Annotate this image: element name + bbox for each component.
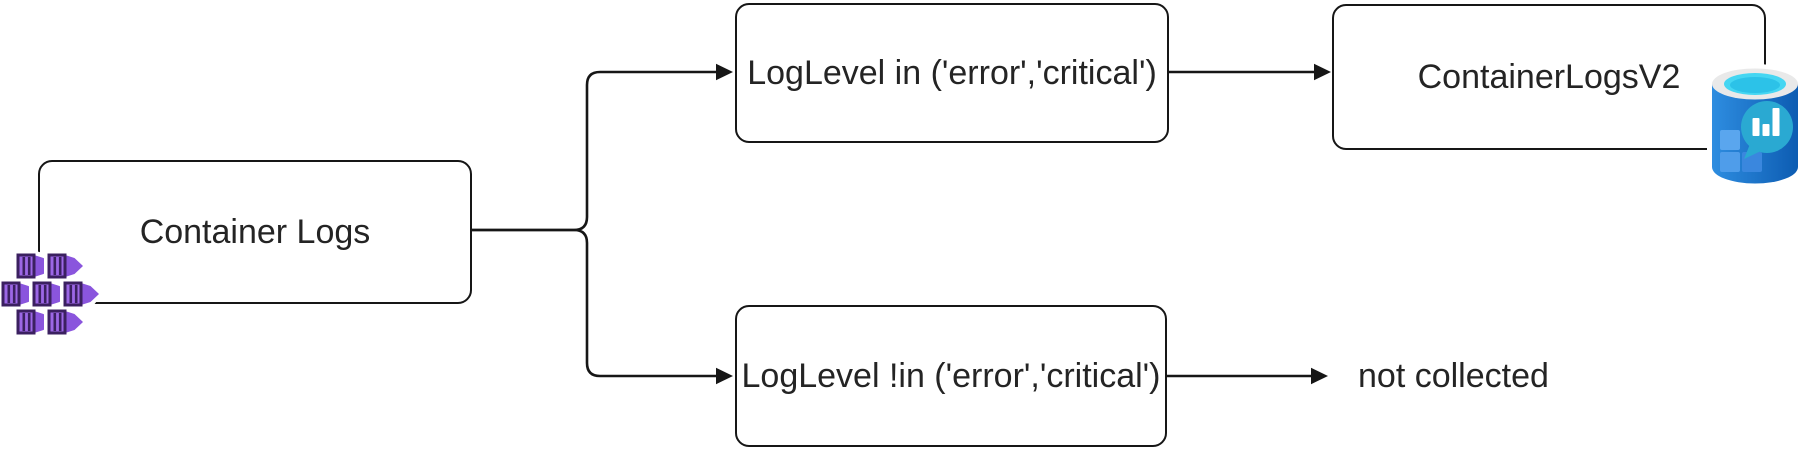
- arrowhead-exclude: [716, 367, 733, 385]
- node-containerlogsv2-label: ContainerLogsV2: [1417, 57, 1681, 96]
- edge-source-to-include: [468, 70, 719, 232]
- log-analytics-icon: [1707, 64, 1800, 186]
- arrowhead-notcollected: [1311, 367, 1328, 385]
- node-filter-exclude-label: LogLevel !in ('error','critical'): [741, 356, 1161, 395]
- node-filter-include: LogLevel in ('error','critical'): [735, 3, 1169, 143]
- arrowhead-include: [716, 63, 733, 81]
- arrowhead-dest: [1314, 63, 1331, 81]
- container-instances-icon: [0, 250, 104, 339]
- node-filter-include-label: LogLevel in ('error','critical'): [747, 53, 1157, 92]
- node-container-logs-label: Container Logs: [139, 212, 371, 251]
- node-filter-exclude: LogLevel !in ('error','critical'): [735, 305, 1167, 447]
- node-container-logs: Container Logs: [38, 160, 472, 304]
- node-containerlogsv2: ContainerLogsV2: [1332, 4, 1766, 150]
- edge-source-to-exclude: [468, 228, 719, 378]
- not-collected-label: not collected: [1358, 356, 1549, 395]
